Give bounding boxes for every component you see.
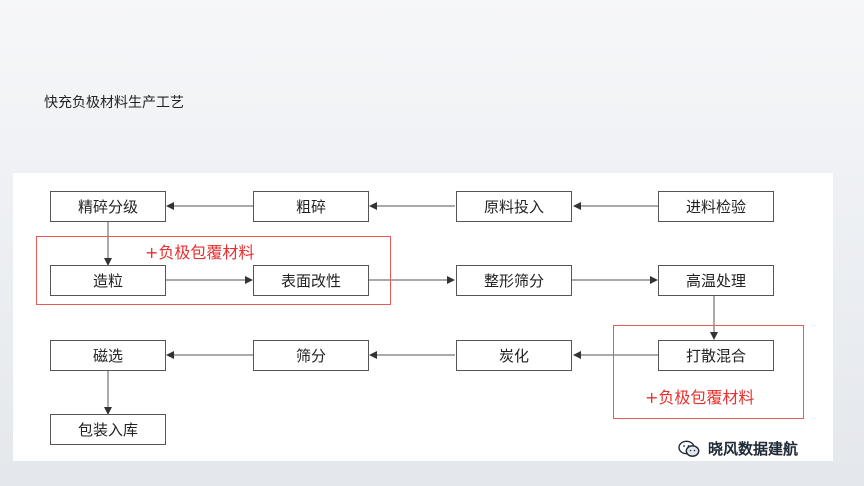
coating-note-top: +负极包覆材料 xyxy=(145,243,255,262)
flow-arrows xyxy=(104,202,718,415)
step-dispersion-mixing: 打散混合 xyxy=(658,340,774,371)
watermark: 晓风数据建航 xyxy=(678,438,798,459)
process-flow-diagram: +负极包覆材料 +负极包覆材料 精碎分级 粗碎 原料投入 进料检验 造粒 表面改… xyxy=(13,173,833,461)
step-screening: 筛分 xyxy=(253,340,369,371)
watermark-text: 晓风数据建航 xyxy=(708,440,799,458)
step-raw-material-input: 原料投入 xyxy=(456,191,572,222)
wechat-icon xyxy=(678,440,700,457)
step-high-temp-treatment: 高温处理 xyxy=(658,265,774,296)
coating-highlight-top xyxy=(36,236,391,305)
step-packaging-storage: 包装入库 xyxy=(50,414,166,445)
step-surface-modification: 表面改性 xyxy=(253,265,369,296)
step-granulation: 造粒 xyxy=(50,265,166,296)
page-title: 快充负极材料生产工艺 xyxy=(44,95,184,111)
step-carbonization: 炭化 xyxy=(456,340,572,371)
step-shaping-screening: 整形筛分 xyxy=(456,265,572,296)
step-coarse-crush: 粗碎 xyxy=(253,191,369,222)
step-fine-crush-grading: 精碎分级 xyxy=(50,191,166,222)
coating-highlight-right xyxy=(613,325,804,419)
step-incoming-inspection: 进料检验 xyxy=(658,191,774,222)
step-magnetic-separation: 磁选 xyxy=(50,340,166,371)
coating-note-right: +负极包覆材料 xyxy=(645,388,755,407)
